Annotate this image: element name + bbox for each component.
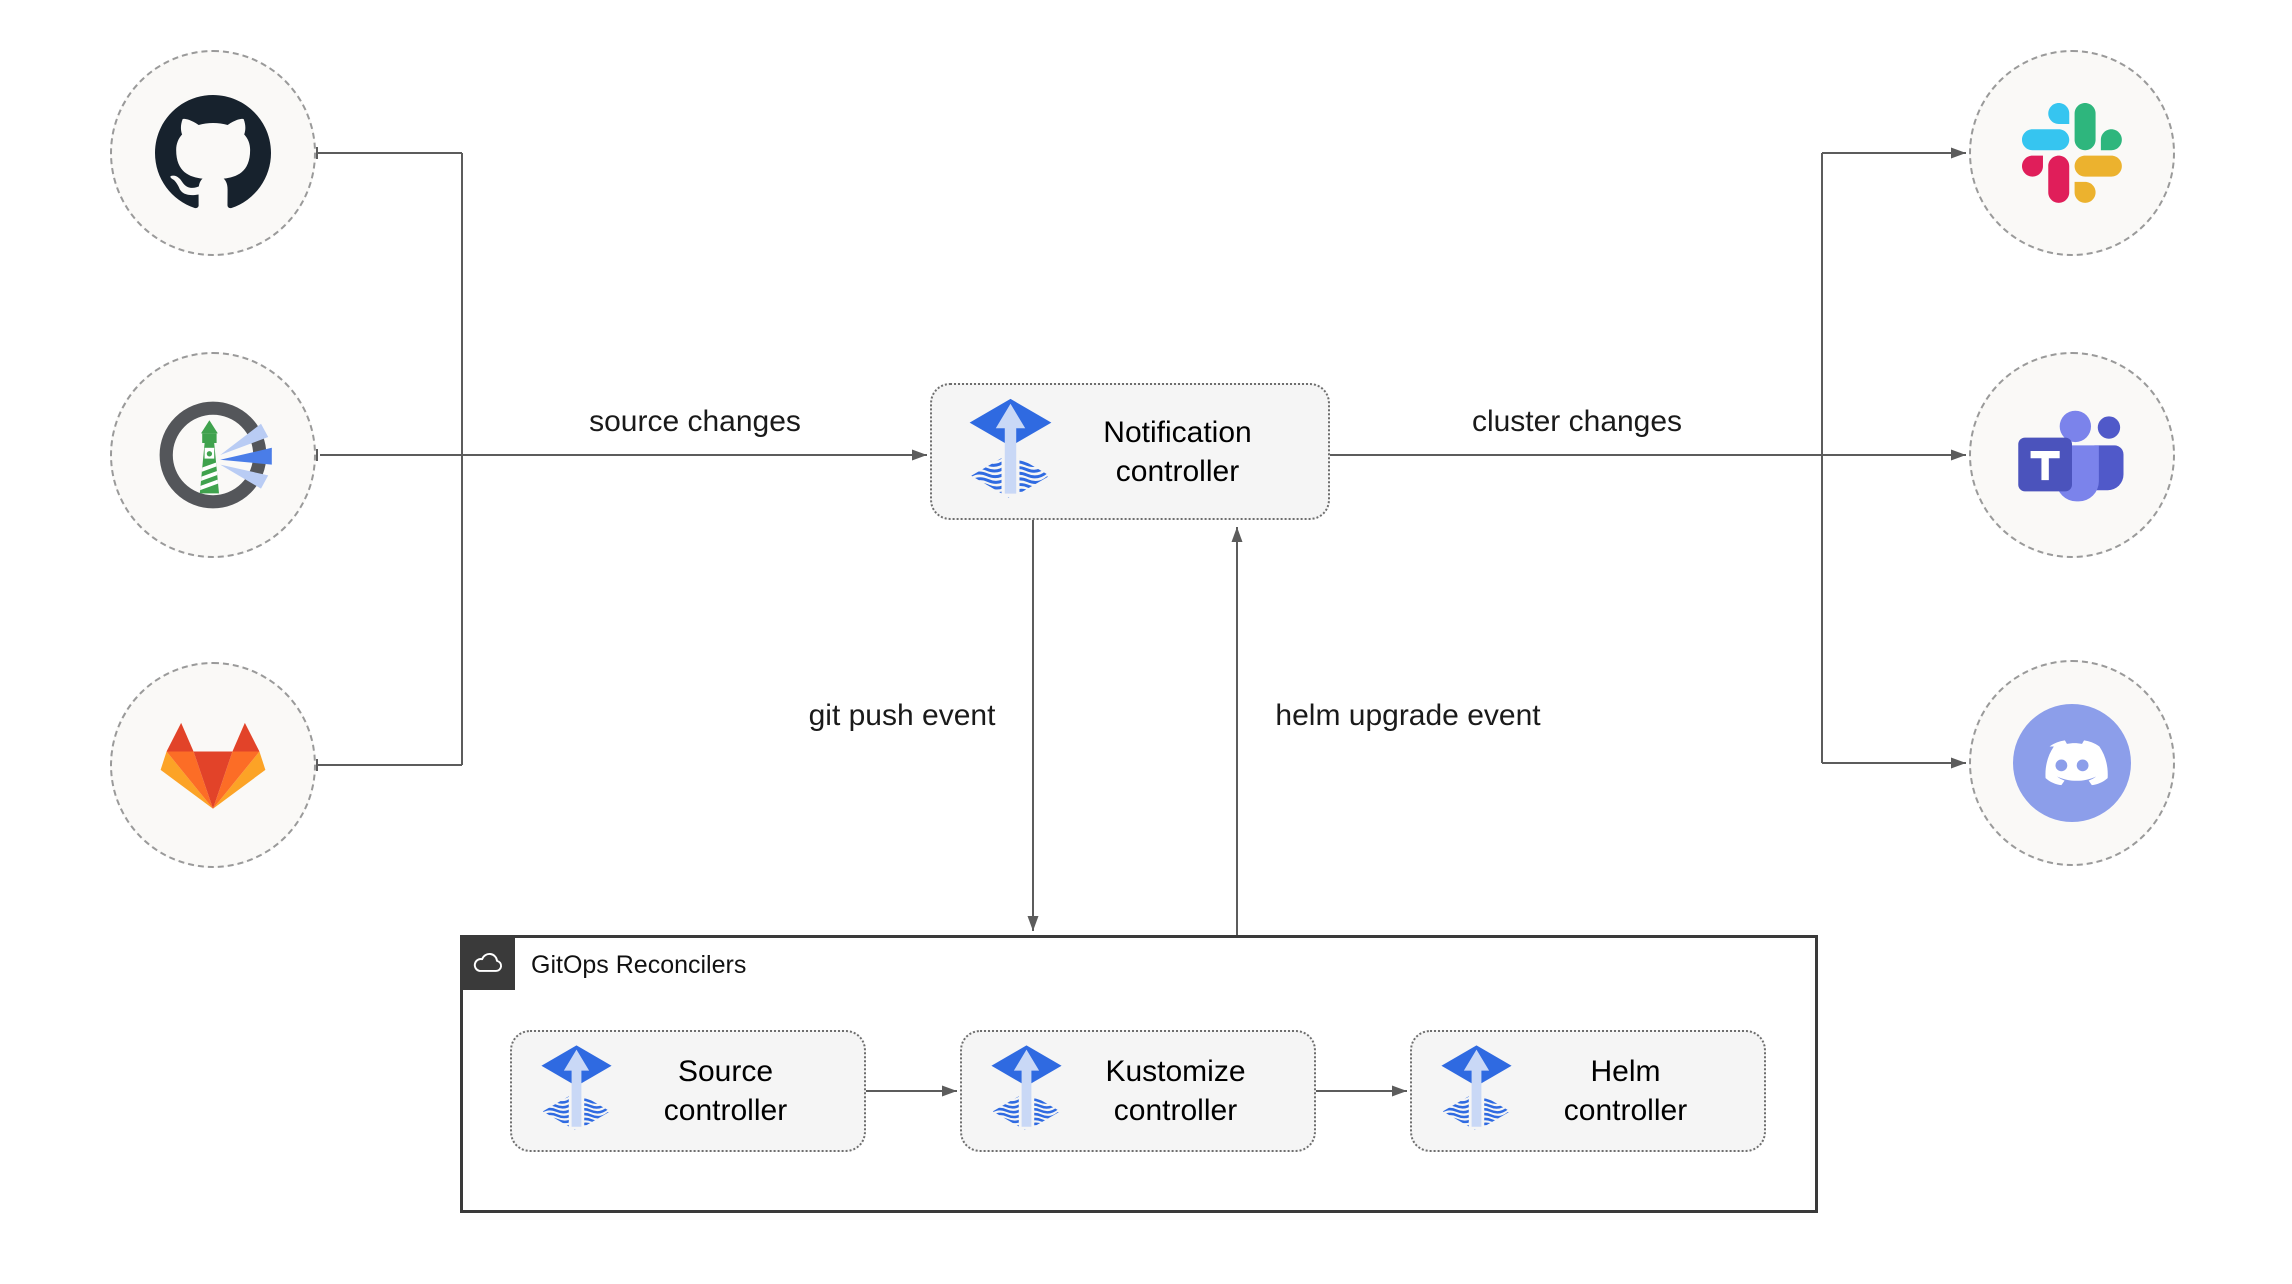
edge-label-cluster-changes: cluster changes: [1471, 405, 1683, 438]
notification-controller-node: Notification controller: [930, 383, 1330, 520]
helm-controller-label: Helm controller: [1513, 1052, 1764, 1130]
target-node-discord: [1969, 660, 2175, 866]
kustomize-controller-label-line2: controller: [1113, 1094, 1238, 1127]
discord-icon: [2013, 704, 2131, 822]
notification-controller-label-line2: controller: [1115, 454, 1240, 488]
flux-icon: [540, 1044, 613, 1138]
source-controller-label-line1: Source: [677, 1055, 774, 1088]
kustomize-controller-node: Kustomize controller: [960, 1030, 1316, 1152]
flux-icon: [968, 397, 1053, 507]
target-node-teams: [1969, 352, 2175, 558]
helm-controller-node: Helm controller: [1410, 1030, 1766, 1152]
kustomize-controller-label: Kustomize controller: [1063, 1052, 1314, 1130]
notification-controller-label: Notification controller: [1053, 413, 1328, 491]
flux-icon: [1440, 1044, 1513, 1138]
source-controller-node: Source controller: [510, 1030, 866, 1152]
edge-label-git-push-event: git push event: [808, 699, 996, 732]
flux-icon: [990, 1044, 1063, 1138]
target-node-slack: [1969, 50, 2175, 256]
kustomize-controller-label-line1: Kustomize: [1105, 1055, 1246, 1088]
helm-controller-label-line2: controller: [1563, 1094, 1688, 1127]
gitops-reconcilers-group: GitOps Reconcilers: [460, 935, 1818, 1213]
github-icon: [155, 95, 271, 211]
source-controller-label-line2: controller: [663, 1094, 788, 1127]
helm-controller-label-line1: Helm: [1590, 1055, 1661, 1088]
edge-label-source-changes: source changes: [589, 405, 801, 438]
teams-icon: [2016, 404, 2128, 507]
group-title: GitOps Reconcilers: [531, 951, 747, 979]
group-tab: [460, 935, 515, 990]
source-node-harbor: [110, 352, 316, 558]
source-controller-label: Source controller: [613, 1052, 864, 1130]
slack-icon: [2022, 103, 2122, 203]
source-node-gitlab: [110, 662, 316, 868]
source-node-github: [110, 50, 316, 256]
edge-label-helm-upgrade-event: helm upgrade event: [1275, 699, 1541, 732]
cloud-icon: [471, 950, 505, 976]
gitlab-icon: [159, 719, 267, 811]
harbor-icon: [153, 395, 273, 515]
notification-controller-label-line1: Notification: [1103, 415, 1252, 449]
